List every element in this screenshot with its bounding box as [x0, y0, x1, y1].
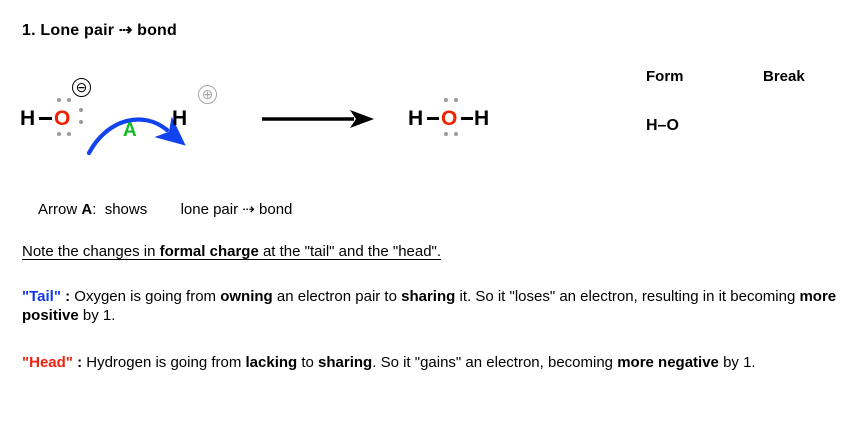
note-part1: Note the changes in	[22, 243, 160, 260]
water-h-right-label: H	[474, 107, 490, 130]
head-seg2: to	[297, 354, 319, 371]
tail-bold1: owning	[220, 288, 273, 305]
water-bond-right	[461, 117, 473, 120]
lone-pair-dot	[454, 132, 458, 136]
head-bold3: more negative	[617, 354, 719, 371]
break-column-header: Break	[763, 68, 805, 85]
hydroxide-o-label: O	[54, 107, 71, 130]
curved-arrow-label: A	[123, 120, 137, 141]
positive-charge-icon: ⊕	[198, 85, 217, 104]
form-column-value: H–O	[646, 117, 679, 134]
arrow-desc-name: A	[81, 201, 93, 218]
hydroxide-h-label: H	[20, 107, 36, 130]
proton-h-label: H	[172, 107, 188, 130]
tail-seg3: it. So it "loses" an electron, resulting…	[455, 288, 800, 305]
hydroxide-bond	[39, 117, 52, 120]
note-part2: at the "tail" and the "head".	[258, 243, 442, 260]
head-bold2: sharing	[318, 354, 373, 371]
arrow-description: Arrow A: shows lone pair ⇢ bond	[38, 200, 292, 218]
lone-pair-dot	[57, 132, 61, 136]
water-h-left-label: H	[408, 107, 424, 130]
head-colon: :	[72, 354, 87, 371]
lone-pair-dot	[444, 132, 448, 136]
lone-pair-dot-tail	[79, 108, 83, 112]
curved-arrow-a-icon	[86, 116, 186, 156]
tail-tag: "Tail"	[22, 288, 61, 305]
tail-seg4: by 1.	[78, 307, 116, 324]
negative-charge-icon: ⊖	[72, 78, 91, 97]
note-formal-charge: Note the changes in formal charge at the…	[22, 243, 441, 260]
lone-pair-dot	[444, 98, 448, 102]
form-column-header: Form	[646, 68, 684, 85]
head-seg1: Hydrogen is going from	[86, 354, 246, 371]
head-explanation: "Head" : Hydrogen is going from lacking …	[22, 353, 838, 372]
tail-seg2: an electron pair to	[272, 288, 402, 305]
tail-explanation: "Tail" : Oxygen is going from owning an …	[22, 287, 838, 325]
lone-pair-dot	[454, 98, 458, 102]
lone-pair-dot	[67, 132, 71, 136]
lone-pair-dot	[57, 98, 61, 102]
reaction-scheme: H O ⊖ A H ⊕ H O	[0, 58, 858, 168]
page-title: 1. Lone pair ⇢ bond	[22, 22, 177, 39]
note-bold: formal charge	[159, 243, 259, 260]
head-seg4: by 1.	[718, 354, 756, 371]
arrow-desc-prefix: Arrow	[38, 201, 82, 218]
head-seg3: . So it "gains" an electron, becoming	[372, 354, 618, 371]
water-o-label: O	[441, 107, 458, 130]
head-tag: "Head"	[22, 354, 73, 371]
head-bold1: lacking	[245, 354, 298, 371]
arrow-desc-separator: : shows	[92, 201, 148, 218]
reaction-arrow-icon	[262, 110, 374, 128]
tail-seg1: Oxygen is going from	[74, 288, 221, 305]
arrow-desc-gap	[147, 201, 180, 218]
lone-pair-dot-tail	[79, 120, 83, 124]
tail-bold3: more positive	[22, 288, 837, 324]
lone-pair-dot	[67, 98, 71, 102]
tail-bold2: sharing	[401, 288, 456, 305]
tail-colon: :	[60, 288, 75, 305]
arrow-desc-meaning: lone pair ⇢ bond	[180, 201, 293, 218]
water-bond-left	[427, 117, 439, 120]
